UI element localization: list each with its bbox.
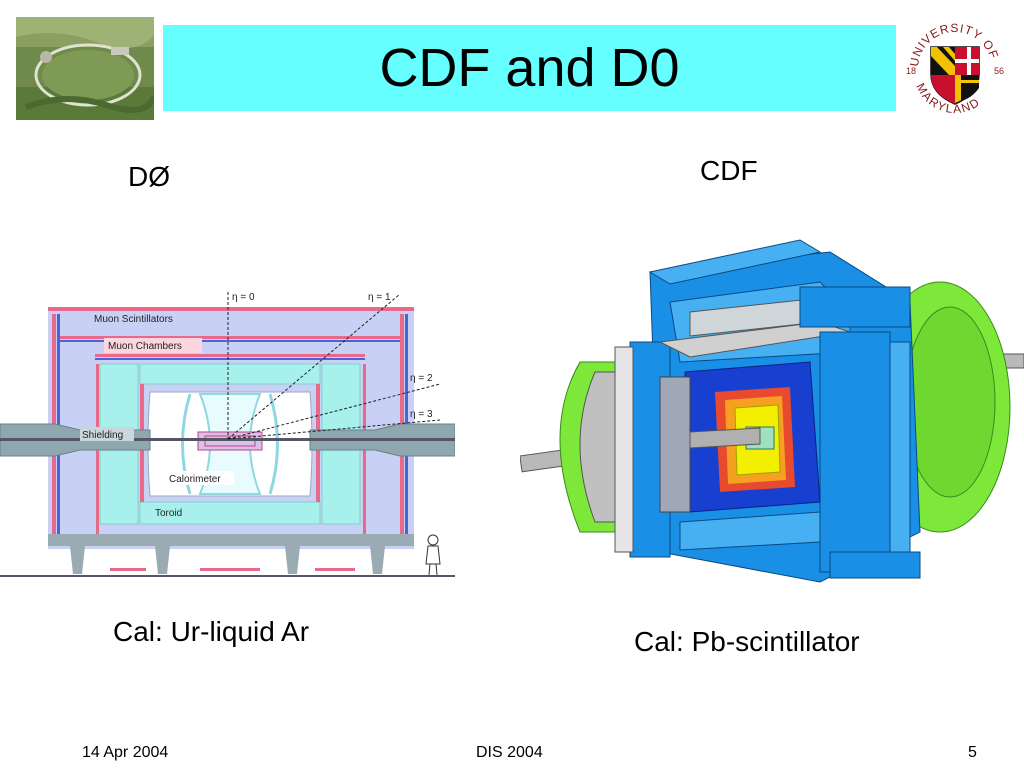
logo-year-right: 56: [994, 66, 1004, 76]
title-bar: CDF and D0: [163, 25, 896, 111]
label-eta-0: η = 0: [232, 292, 255, 303]
label-eta-1: η = 1: [368, 292, 391, 303]
university-seal-logo: UNIVERSITY OF MARYLAND 18 56: [901, 15, 1009, 123]
d0-heading: DØ: [128, 161, 170, 192]
aerial-photo-accelerator: [16, 17, 154, 120]
label-eta-3: η = 3: [410, 409, 433, 420]
label-muon-chambers: Muon Chambers: [108, 341, 182, 352]
slide-title: CDF and D0: [379, 38, 680, 98]
cdf-detector-diagram: [520, 239, 1024, 583]
cdf-caption: Cal: Pb-scintillator: [634, 626, 860, 657]
logo-year-left: 18: [906, 66, 916, 76]
label-shielding: Shielding: [82, 430, 123, 441]
person-scale-icon: [425, 534, 441, 576]
label-calorimeter: Calorimeter: [169, 474, 221, 485]
footer-conference: DIS 2004: [476, 744, 543, 761]
footer-page-number: 5: [968, 744, 977, 761]
maryland-shield-icon: [930, 46, 980, 105]
label-toroid: Toroid: [155, 508, 182, 519]
d0-detector-diagram: Muon Scintillators Muon Chambers Shieldi…: [0, 292, 455, 577]
d0-caption: Cal: Ur-liquid Ar: [113, 616, 310, 647]
label-muon-scintillators: Muon Scintillators: [94, 314, 173, 325]
footer-date: 14 Apr 2004: [82, 744, 169, 761]
label-eta-2: η = 2: [410, 373, 433, 384]
cdf-heading: CDF: [700, 155, 758, 186]
